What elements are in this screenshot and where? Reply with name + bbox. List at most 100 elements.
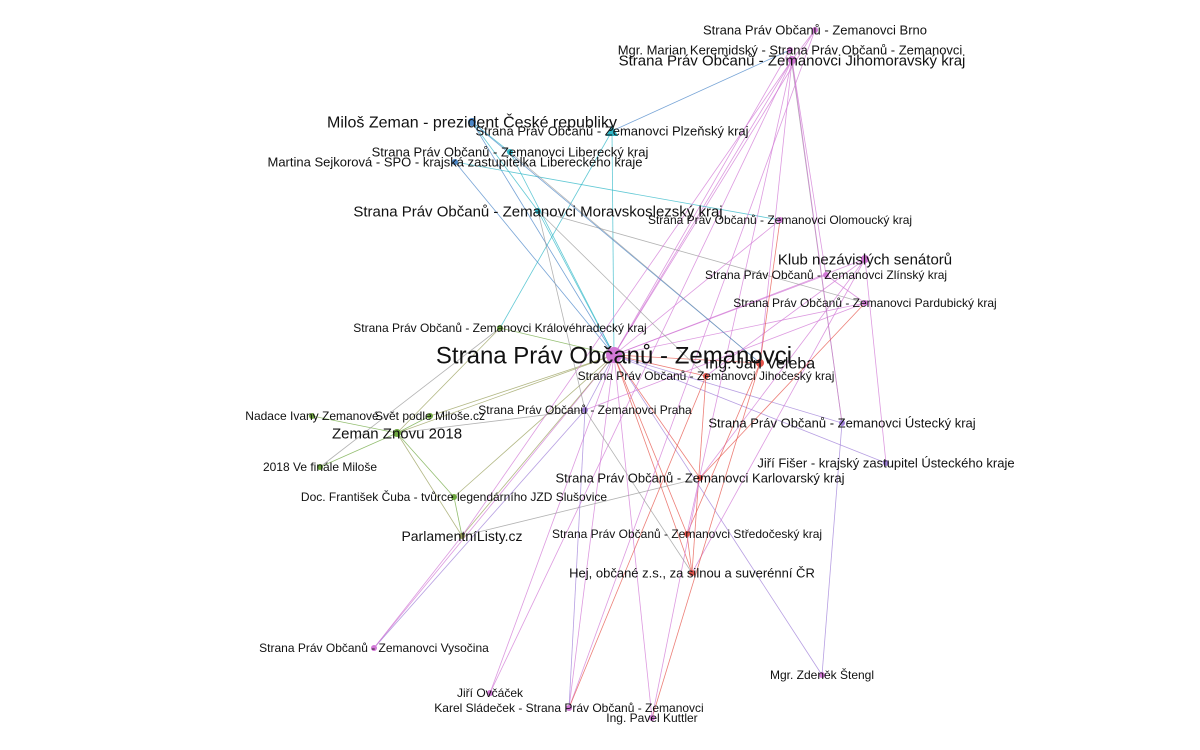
graph-edge (396, 327, 501, 434)
node-parlamentni-label: ParlamentníListy.cz (401, 528, 522, 544)
node-zz2018-label: Zeman Znovu 2018 (332, 425, 462, 442)
graph-edge (613, 59, 793, 356)
node-zlin-marker[interactable] (823, 272, 829, 278)
node-finale-marker[interactable] (317, 464, 323, 470)
node-plzen-marker[interactable] (606, 125, 618, 136)
node-hej-marker[interactable] (689, 570, 695, 576)
graph-edge (461, 59, 793, 537)
node-spo-marker[interactable] (606, 347, 622, 363)
node-vysocina-label: Strana Práv Občanů - Zemanovci Vysočina (259, 641, 489, 655)
graph-edge (613, 274, 827, 356)
graph-edge (686, 533, 693, 574)
node-ovcacek-marker[interactable] (487, 690, 493, 696)
graph-edge (613, 354, 688, 535)
node-ustecky-marker[interactable] (839, 420, 845, 426)
graph-edge (471, 121, 539, 212)
node-ovcacek-label: Jiří Ovčáček (457, 686, 524, 700)
graph-edge (584, 409, 693, 574)
node-fiser-marker[interactable] (883, 460, 889, 466)
node-kuttler-marker[interactable] (649, 715, 655, 721)
node-veleba-marker[interactable] (756, 359, 764, 367)
graph-edge (537, 210, 707, 377)
node-jihomor-marker[interactable] (788, 56, 796, 64)
node-cuba-marker[interactable] (451, 494, 457, 500)
node-senatori-marker[interactable] (861, 255, 869, 263)
graph-edge (489, 59, 793, 694)
graph-edge (699, 258, 866, 479)
graph-edge (471, 121, 615, 356)
node-hradec-label: Strana Práv Občanů - Zemanovci Královéhr… (353, 321, 646, 335)
node-hradec-marker[interactable] (497, 325, 503, 331)
node-olomouc-marker[interactable] (777, 217, 783, 223)
node-sladecek-marker[interactable] (566, 705, 572, 711)
node-zeman-marker[interactable] (468, 118, 476, 126)
node-stredocesky-marker[interactable] (684, 531, 690, 537)
graph-edge (613, 354, 761, 364)
graph-edge (691, 258, 866, 574)
graph-edge (453, 354, 615, 498)
node-layer (309, 27, 889, 721)
node-sladecek-label: Karel Sládeček - Strana Práv Občanů - Ze… (434, 701, 703, 715)
graph-edge (429, 354, 615, 417)
node-hej-label: Hej, občané z.s., za silnou a suverénní … (569, 566, 815, 581)
graph-edge (537, 210, 615, 356)
node-kuttler-label: Ing. Pavel Kuttler (606, 711, 697, 725)
node-stengl-marker[interactable] (819, 672, 825, 678)
graph-edge (613, 354, 887, 464)
graph-edge (759, 219, 781, 364)
graph-edge (791, 29, 816, 61)
node-fiser-label: Jiří Fišer - krajský zastupitel Ústeckéh… (757, 456, 1014, 471)
node-liberec-marker[interactable] (507, 149, 513, 155)
node-karlovarsky-marker[interactable] (697, 475, 703, 481)
graph-edge (584, 302, 866, 411)
graph-edge (864, 258, 887, 464)
node-brno-marker[interactable] (812, 27, 818, 33)
node-nadace-marker[interactable] (309, 413, 315, 419)
graph-edge (613, 354, 693, 574)
node-zeman-label: Miloš Zeman - prezident České republiky (327, 113, 617, 132)
node-plzen-label: Strana Práv Občanů - Zemanovci Plzeňský … (475, 124, 748, 139)
graph-edge (471, 121, 761, 364)
node-jihocesky-marker[interactable] (703, 373, 709, 379)
graph-edge (613, 354, 701, 479)
graph-edge (311, 415, 398, 434)
graph-edge (584, 354, 615, 411)
graph-edge (319, 432, 398, 468)
graph-edge (825, 274, 866, 304)
graph-edge (454, 161, 615, 356)
node-pardubice-label: Strana Práv Občanů - Zemanovci Pardubick… (733, 296, 996, 310)
graph-edge (613, 354, 823, 676)
graph-edge (396, 415, 431, 434)
graph-edge (686, 59, 793, 535)
graph-edge (686, 362, 761, 535)
node-svet-marker[interactable] (427, 413, 433, 419)
graph-edge (699, 302, 866, 479)
node-zz2018-marker[interactable] (393, 429, 401, 437)
graph-edge (821, 422, 843, 676)
node-praha-marker[interactable] (582, 407, 588, 413)
graph-edge (373, 409, 586, 649)
graph-edge (461, 477, 701, 537)
node-karlovarsky-label: Strana Práv Občanů - Zemanovci Karlovars… (556, 471, 845, 486)
node-spo-label: Strana Práv Občanů - Zemanovci (436, 342, 792, 369)
graph-edge (613, 219, 781, 356)
node-pardubice-marker[interactable] (862, 300, 868, 306)
node-sejkorova-marker[interactable] (452, 159, 458, 165)
graph-edge (568, 375, 707, 709)
graph-edge (613, 49, 791, 356)
graph-edge (489, 354, 615, 694)
node-vysocina-marker[interactable] (371, 645, 377, 651)
graph-edge (319, 327, 501, 468)
node-keremidsky-label: Mgr. Marian Keremidský - Strana Práv Obč… (618, 43, 963, 58)
graph-edge (453, 496, 463, 537)
node-stengl-label: Mgr. Zdeněk Štengl (770, 667, 874, 682)
node-parlamentni-marker[interactable] (459, 533, 465, 539)
graph-edge (705, 258, 866, 377)
node-msk-marker[interactable] (535, 208, 541, 214)
graph-edge (454, 161, 781, 221)
graph-edge (499, 327, 615, 356)
node-keremidsky-marker[interactable] (787, 47, 793, 53)
graph-edge (613, 354, 653, 719)
